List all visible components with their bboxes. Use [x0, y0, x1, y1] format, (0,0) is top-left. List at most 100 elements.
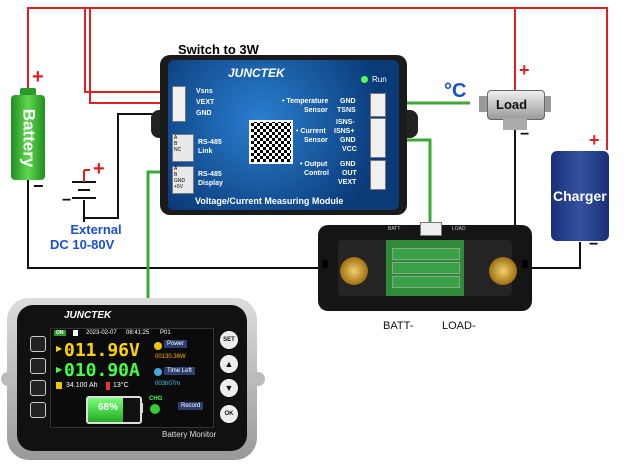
external-minus: −: [62, 192, 72, 209]
percent-value: 68%: [98, 402, 119, 413]
term-vsns: Vsns: [196, 88, 213, 95]
time-text: 08:41:25: [126, 330, 150, 336]
battery-label-wrap: Battery: [11, 95, 45, 180]
temp-label2: Sensor: [304, 107, 328, 114]
rs485-link-nc: NC: [174, 147, 182, 153]
rs485-link-label1: RS-485: [198, 139, 222, 146]
external-plus: +: [93, 158, 105, 180]
temperature-value: 13°C: [113, 382, 129, 389]
black-wire-gnd: [84, 113, 168, 219]
module-brand: JUNCTEK: [228, 66, 285, 80]
charger: [551, 151, 609, 241]
shunt-notch-right: [522, 260, 528, 268]
current-label2: Sensor: [304, 137, 328, 144]
batt-minus-label: BATT-: [383, 320, 414, 332]
down-button[interactable]: ▼: [220, 379, 238, 397]
output-pin-vext: VEXT: [338, 179, 357, 186]
load-label: Load: [496, 97, 528, 112]
bulb-side-icon[interactable]: [30, 380, 46, 396]
qr-code-icon: [249, 120, 293, 164]
temp-symbol: °C: [444, 80, 467, 102]
current-pin-vcc: VCC: [342, 146, 357, 153]
clock-icon: [154, 368, 162, 376]
batt-terminal-post: [340, 257, 368, 285]
rs485-display-gnd: GND: [174, 178, 186, 184]
run-led-icon: [361, 76, 368, 83]
rs485-link-port: [172, 134, 194, 162]
output-terminal: [370, 160, 386, 190]
left-terminal-block: [172, 86, 186, 122]
battery-cap: [20, 88, 36, 96]
shunt-chip-1: [392, 248, 460, 260]
rs485-display-5v: +5V: [174, 184, 184, 190]
thermometer-icon: [106, 382, 110, 390]
shunt-silk-load: LOAD: [452, 226, 466, 232]
charge-icon: [150, 404, 160, 414]
output-label1: • Output: [300, 161, 328, 168]
set-button[interactable]: SET: [220, 331, 238, 349]
up-button[interactable]: ▲: [220, 355, 238, 373]
red-wire-ext: [89, 8, 168, 104]
shunt-silk-batt: BATT: [388, 226, 401, 232]
external-line1: External: [70, 222, 122, 237]
current-pin-isns-minus: ISNS-: [336, 119, 355, 126]
display-footer: Battery Monitor: [162, 430, 217, 439]
switch-label: Switch to 3W: [178, 42, 259, 57]
rs485-display-port: [172, 166, 194, 194]
capacity-value: 34.100 Ah: [66, 382, 98, 389]
display-mount-left: [1, 372, 15, 386]
term-vext: VEXT: [196, 99, 215, 106]
battery-side-icon[interactable]: [30, 336, 46, 352]
rs485-display-label2: Display: [198, 180, 223, 187]
voltage-value: 011.96V: [64, 340, 140, 361]
load-base: [503, 118, 527, 130]
on-badge: ON: [54, 330, 66, 336]
shunt-connector: [420, 222, 442, 236]
load-terminal-post: [489, 257, 517, 285]
power-icon: [154, 342, 162, 350]
power-value: 00130.36W: [155, 354, 186, 360]
ok-button[interactable]: OK: [220, 405, 238, 423]
battery-gauge: [86, 396, 142, 424]
chg-label: CHG: [149, 396, 163, 402]
rs485-display-label1: RS-485: [198, 171, 222, 178]
load-minus: −: [520, 126, 530, 143]
charger-label: Charger: [553, 188, 607, 204]
output-label2: Control: [304, 170, 329, 177]
time-left-value: 003h07m: [155, 381, 181, 387]
load-minus-label: LOAD-: [442, 320, 476, 332]
voltage-arrow-icon: ▶: [56, 344, 63, 353]
external-supply-symbol: [72, 169, 96, 199]
battery-minus: −: [33, 176, 44, 196]
charger-plus: +: [589, 130, 600, 150]
shunt-notch-left: [322, 260, 328, 268]
run-label: Run: [372, 75, 387, 84]
charger-minus: −: [589, 236, 599, 253]
time-left-label: Time Left: [164, 367, 195, 375]
module-title: Voltage/Current Measuring Module: [195, 196, 344, 206]
display-mount-right: [251, 372, 265, 386]
battery-label: Battery: [19, 108, 38, 167]
load-left-cap: [479, 96, 488, 112]
date-text: 2023-02-07: [86, 330, 117, 336]
rs485-link-a: A: [174, 135, 178, 141]
current-arrow-icon: ▶: [56, 365, 63, 374]
shunt-chip-3: [392, 276, 460, 288]
rs485-link-label2: Link: [198, 148, 213, 155]
record-label: Record: [178, 402, 204, 410]
red-wire-vext: [66, 8, 85, 98]
output-pin-gnd: GND: [340, 161, 356, 168]
battery-gauge-tip: [140, 403, 143, 413]
current-terminal: [370, 118, 386, 158]
lock-icon: [73, 330, 78, 336]
shunt-chip-2: [392, 262, 460, 274]
temp-label1: • Temperature: [282, 98, 329, 105]
display-brand: JUNCTEK: [64, 310, 112, 321]
swap-side-icon[interactable]: [30, 402, 46, 418]
power-side-icon[interactable]: [30, 358, 46, 374]
power-label: Power: [164, 340, 188, 348]
black-wire-battery-neg: [27, 180, 345, 269]
address-text: P01: [160, 330, 171, 336]
current-label1: • Current: [296, 128, 326, 135]
temp-pin-tsns: TSNS: [337, 107, 356, 114]
